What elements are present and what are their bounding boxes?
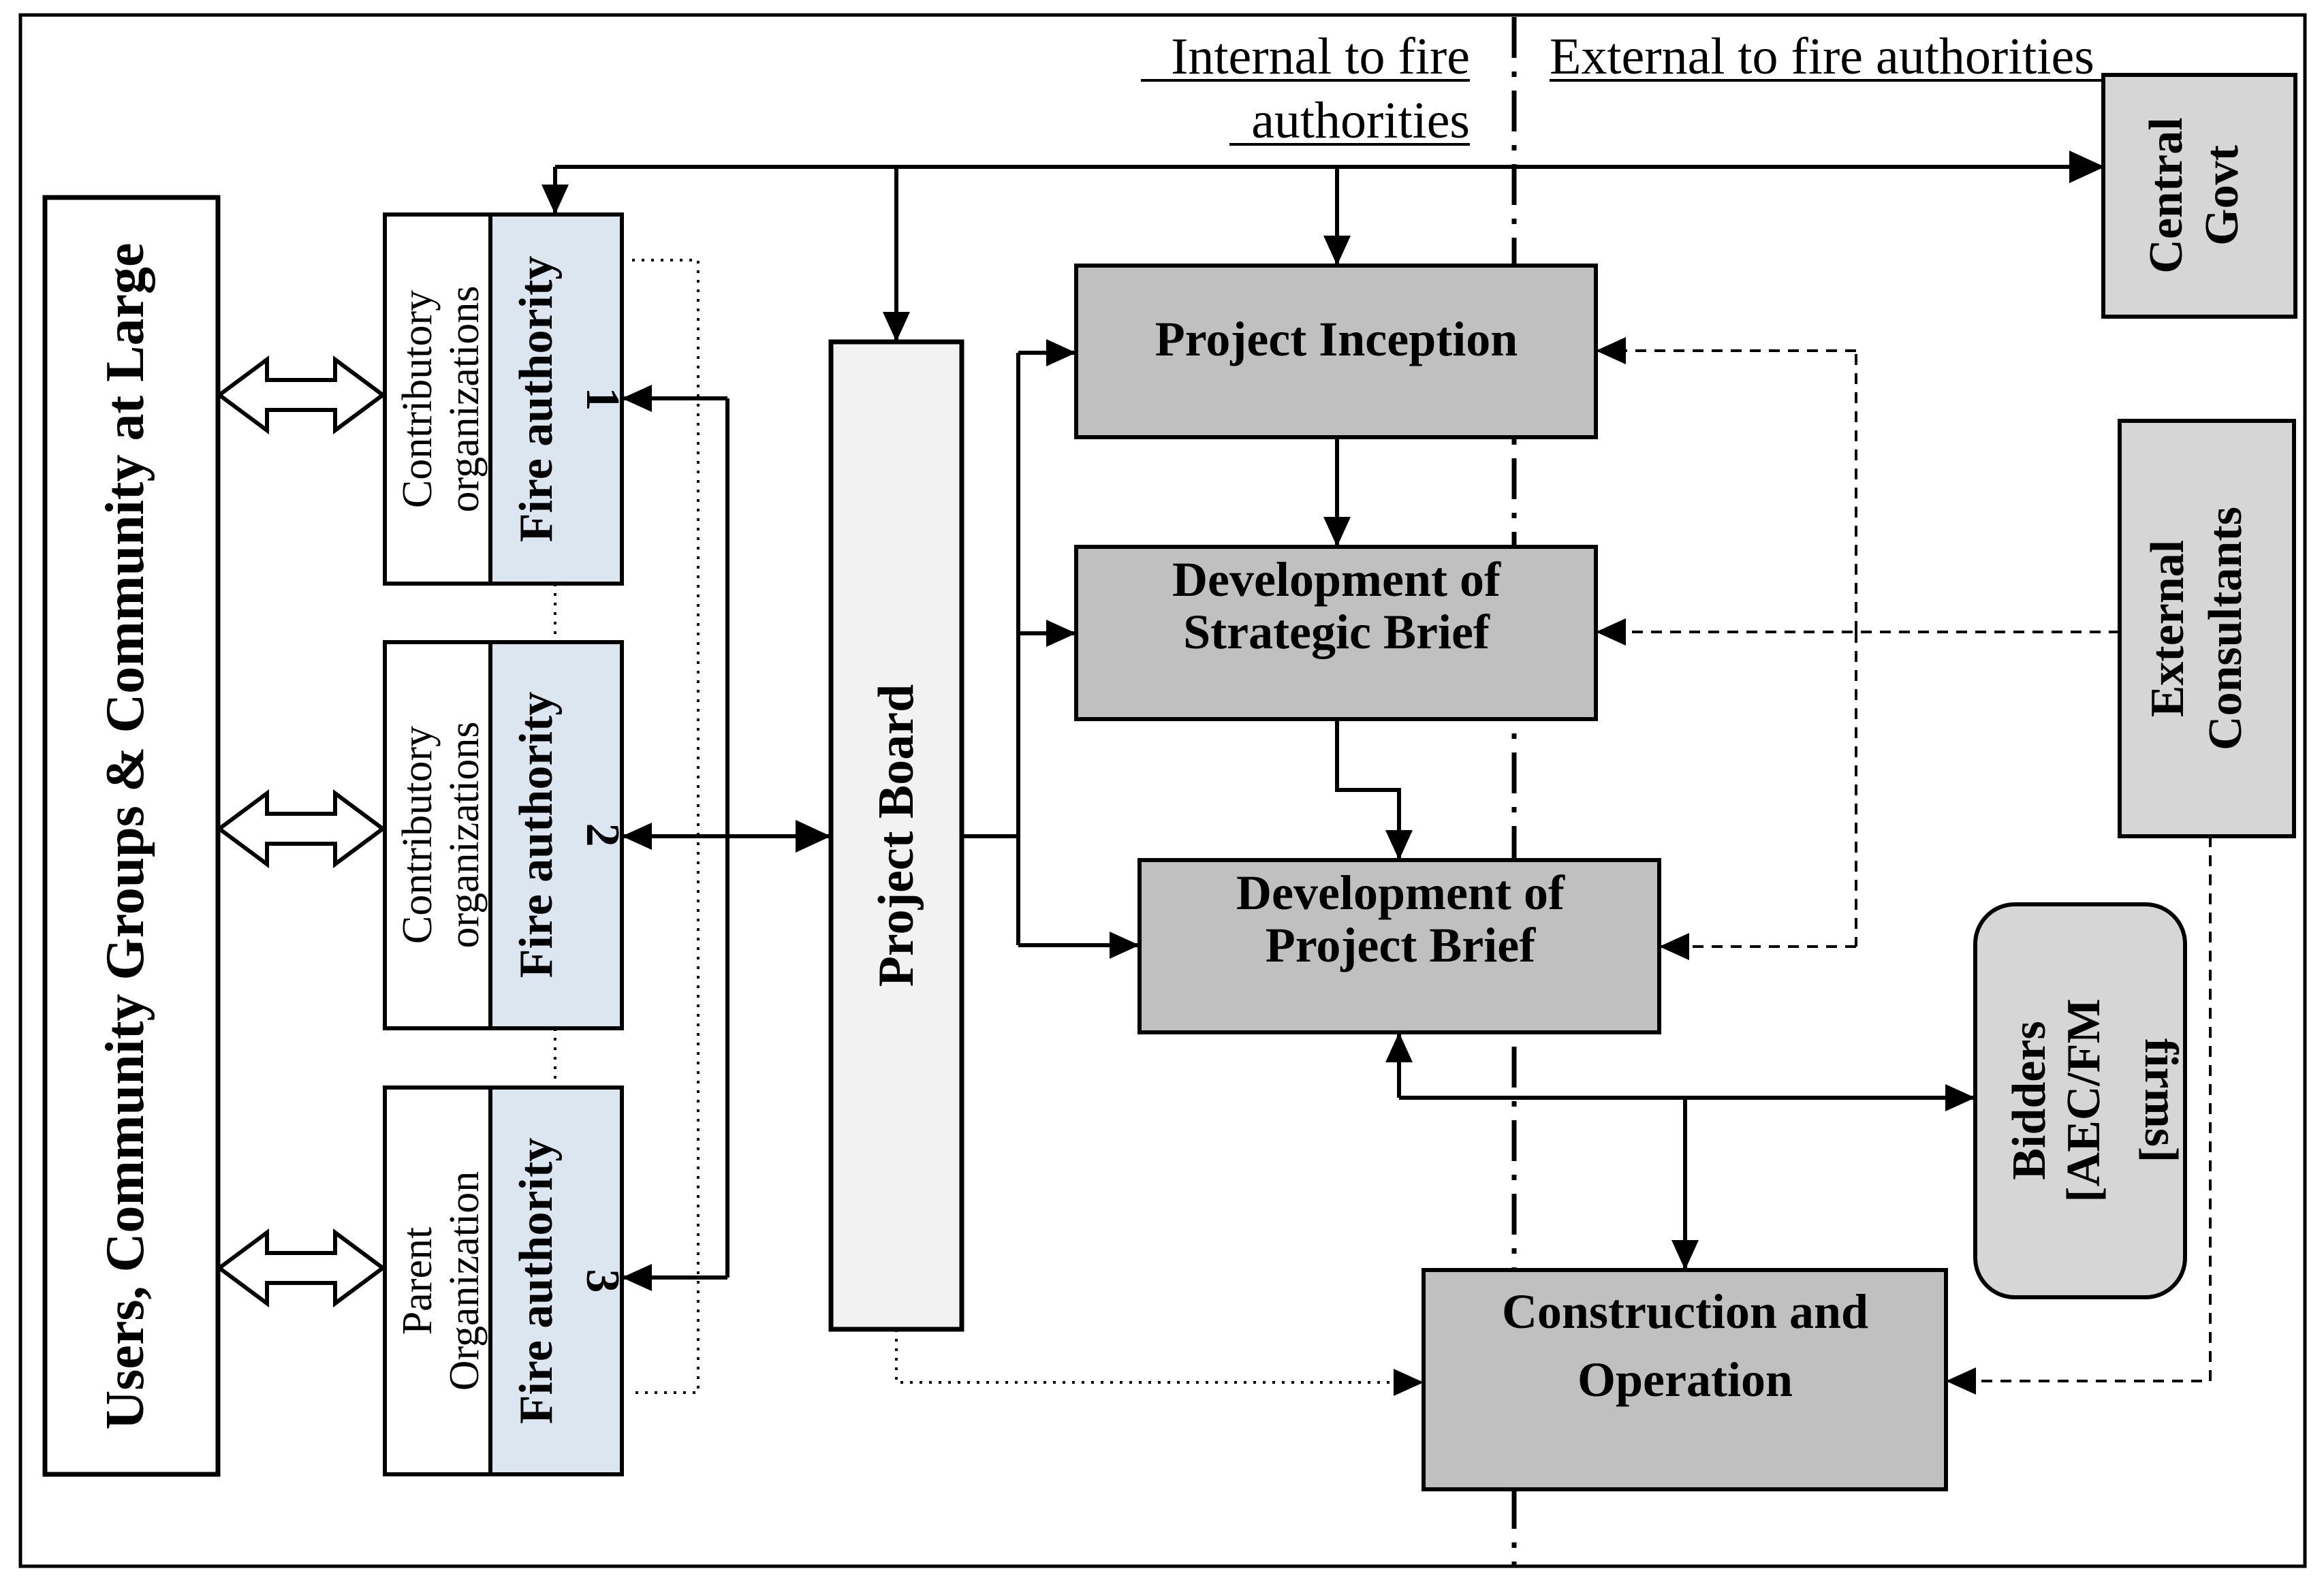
org-label-2-line2: organizations xyxy=(441,722,488,949)
construction-label-line2: Operation xyxy=(1577,1352,1793,1407)
fire-authority-group-2: Contributory organizations Fire authorit… xyxy=(383,640,629,1030)
strategic-brief-label-line1: Development of xyxy=(1172,552,1501,607)
header-internal-line2: authorities xyxy=(1251,92,1470,149)
project-board-label: Project Board xyxy=(868,684,924,987)
org-box-2 xyxy=(383,640,492,1030)
dotted-board-to-construction xyxy=(895,1329,1424,1396)
arrow-strategic-to-project-brief xyxy=(1335,719,1413,860)
double-arrow-1 xyxy=(215,355,387,434)
central-govt-label-line1: Central xyxy=(2140,117,2193,273)
org-box-1 xyxy=(383,212,492,586)
bidders-label-line2: [AEC/FM xyxy=(2058,998,2110,1202)
org-box-3 xyxy=(383,1085,492,1476)
central-govt-label-line2: Govt xyxy=(2196,145,2248,246)
external-consultants-label-line1: External xyxy=(2141,540,2194,718)
double-arrow-2 xyxy=(215,789,387,868)
outer-frame xyxy=(18,13,2307,1568)
fire-authority-label-1: Fire authority xyxy=(510,256,563,543)
dashed-consultants-to-construction xyxy=(1946,836,2212,1395)
bidders-box xyxy=(1973,902,2187,1299)
project-inception-box xyxy=(1074,264,1598,439)
users-panel-label: Users, Community Groups & Community at L… xyxy=(95,243,155,1430)
org-label-1-line2: organizations xyxy=(441,286,488,513)
dotted-bracket-right xyxy=(632,259,700,1394)
project-brief-label-line2: Project Brief xyxy=(1266,918,1536,972)
users-panel xyxy=(42,195,221,1477)
double-arrow-3 xyxy=(215,1228,387,1307)
org-label-3-line1: Parent xyxy=(394,1227,441,1335)
project-brief-label-line1: Development of xyxy=(1236,866,1565,920)
fire-authority-number-2: 2 xyxy=(576,823,629,847)
fire-authority-number-1: 1 xyxy=(576,387,629,411)
bidders-label-line1: Bidders xyxy=(2003,1021,2056,1179)
strategic-brief-label-line2: Strategic Brief xyxy=(1183,605,1490,659)
org-label-3-line2: Organization xyxy=(441,1171,488,1391)
fire-authority-label-2: Fire authority xyxy=(510,692,563,979)
fire-authority-number-3: 3 xyxy=(576,1269,629,1293)
project-brief-box xyxy=(1137,858,1661,1034)
header-external: External to fire authorities xyxy=(1550,28,2094,85)
construction-label-line1: Construction and xyxy=(1502,1284,1868,1339)
fire-authority-group-3: Parent Organization Fire authority 3 xyxy=(383,1085,629,1476)
bidders-label-line3: firms] xyxy=(2135,1038,2187,1163)
construction-box xyxy=(1422,1268,1948,1491)
org-label-2-line1: Contributory xyxy=(394,726,441,944)
fire-authority-group-1: Contributory organizations Fire authorit… xyxy=(383,212,629,586)
org-label-1-line1: Contributory xyxy=(394,290,441,508)
header-internal-line1: Internal to fire xyxy=(1171,28,1470,85)
central-govt-box xyxy=(2101,73,2297,319)
project-inception-label: Project Inception xyxy=(1155,312,1518,366)
external-consultants-box xyxy=(2118,419,2296,838)
fire-authority-label-3: Fire authority xyxy=(510,1138,563,1425)
external-consultants-label-line2: Consultants xyxy=(2199,507,2252,750)
strategic-brief-box xyxy=(1074,545,1598,721)
